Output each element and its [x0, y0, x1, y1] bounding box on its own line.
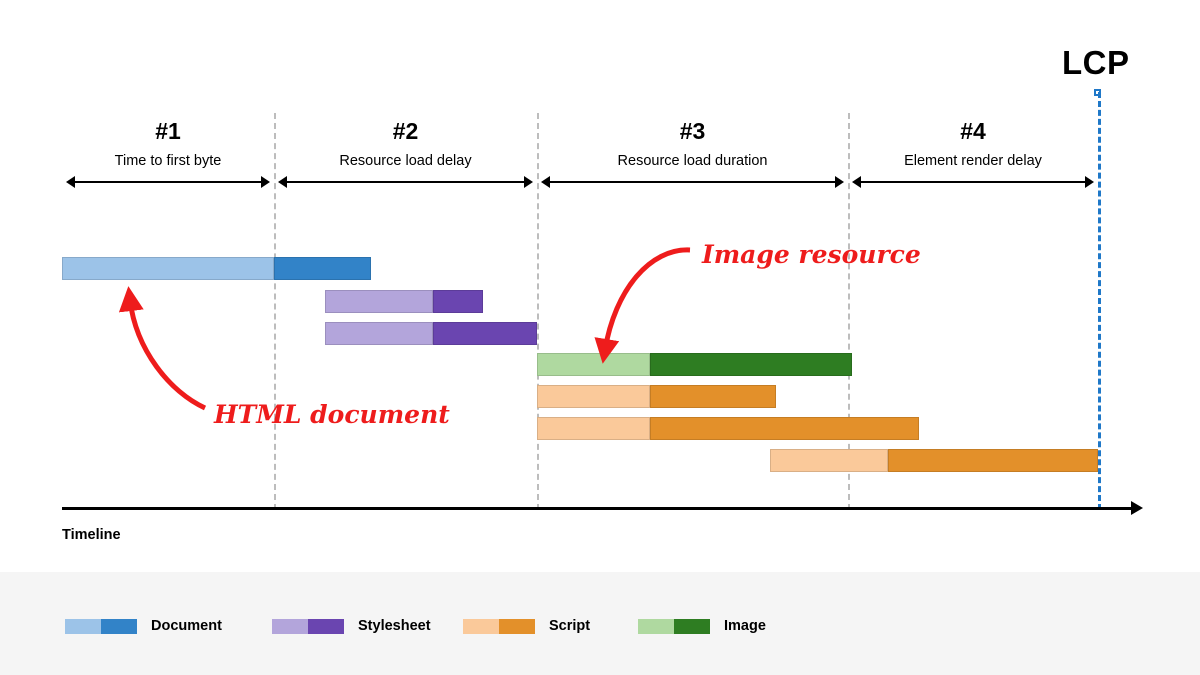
legend-item-script: Script [463, 618, 590, 634]
timeline-axis [62, 507, 1134, 510]
phase-divider-3 [848, 113, 850, 510]
arrow-left-icon [541, 176, 550, 188]
timeline-label: Timeline [62, 527, 121, 543]
document-bar-download-segment [274, 257, 371, 280]
lcp-label: LCP [1062, 44, 1130, 81]
script-bar-3 [770, 449, 1098, 472]
legend-swatch-script [463, 618, 535, 634]
script-bar-3-download-segment [888, 449, 1098, 472]
image-bar-wait-segment [537, 353, 650, 376]
html-document-annotation: HTML document [214, 400, 450, 429]
legend-label: Stylesheet [358, 618, 431, 634]
legend-item-image: Image [638, 618, 766, 634]
phase-4-number: #4 [960, 118, 986, 144]
legend-swatch-image [638, 618, 710, 634]
stylesheet-bar-2-wait-segment [325, 322, 433, 345]
stylesheet-bar-2 [325, 322, 537, 345]
stylesheet-bar-1 [325, 290, 483, 313]
swatch-dark [101, 618, 137, 634]
arrow-shaft [73, 181, 263, 183]
legend-item-stylesheet: Stylesheet [272, 618, 431, 634]
html-document-arrow [118, 286, 207, 411]
arrow-shaft [859, 181, 1087, 183]
image-resource-annotation: Image resource [702, 240, 921, 269]
phase-2-description: Resource load delay [339, 152, 472, 169]
arrow-right-icon [835, 176, 844, 188]
swatch-dark [499, 618, 535, 634]
arrow-right-icon [524, 176, 533, 188]
swatch-light [65, 618, 101, 634]
legend-item-document: Document [65, 618, 222, 634]
phase-1-number: #1 [155, 118, 181, 144]
phase-2-number: #2 [392, 118, 419, 144]
phase-4-description: Element render delay [904, 152, 1042, 169]
phase-3-number: #3 [679, 118, 706, 144]
swatch-light [272, 618, 308, 634]
arrow-right-icon [1131, 501, 1143, 515]
arrow-left-icon [852, 176, 861, 188]
legend-label: Image [724, 618, 766, 634]
phase-3-description: Resource load duration [617, 152, 768, 169]
legend-band [0, 572, 1200, 675]
script-bar-1-download-segment [650, 385, 776, 408]
stylesheet-bar-2-download-segment [433, 322, 537, 345]
arrow-right-icon [1085, 176, 1094, 188]
arrow-right-icon [261, 176, 270, 188]
stylesheet-bar-1-wait-segment [325, 290, 433, 313]
arrow-left-icon [278, 176, 287, 188]
script-bar-2 [537, 417, 919, 440]
image-resource-arrow [594, 247, 691, 364]
legend-swatch-stylesheet [272, 618, 344, 634]
arrow-shaft [285, 181, 526, 183]
image-bar [537, 353, 852, 376]
phase-3-measure-arrow [541, 175, 844, 189]
swatch-light [463, 618, 499, 634]
image-bar-download-segment [650, 353, 852, 376]
document-bar [62, 257, 371, 280]
legend-label: Document [151, 618, 222, 634]
swatch-dark [674, 618, 710, 634]
script-bar-3-wait-segment [770, 449, 888, 472]
script-bar-2-download-segment [650, 417, 919, 440]
legend-swatch-document [65, 618, 137, 634]
lcp-dashed-line [1098, 92, 1101, 510]
stylesheet-bar-1-download-segment [433, 290, 483, 313]
script-bar-1 [537, 385, 776, 408]
phase-1-measure-arrow [66, 175, 270, 189]
arrow-left-icon [66, 176, 75, 188]
script-bar-1-wait-segment [537, 385, 650, 408]
phase-2-measure-arrow [278, 175, 533, 189]
phase-divider-2 [537, 113, 539, 510]
swatch-light [638, 618, 674, 634]
phase-divider-1 [274, 113, 276, 510]
legend-label: Script [549, 618, 591, 634]
swatch-dark [308, 618, 344, 634]
script-bar-2-wait-segment [537, 417, 650, 440]
phase-4-measure-arrow [852, 175, 1094, 189]
phase-1-description: Time to first byte [114, 152, 222, 169]
document-bar-wait-segment [62, 257, 274, 280]
arrow-shaft [548, 181, 837, 183]
